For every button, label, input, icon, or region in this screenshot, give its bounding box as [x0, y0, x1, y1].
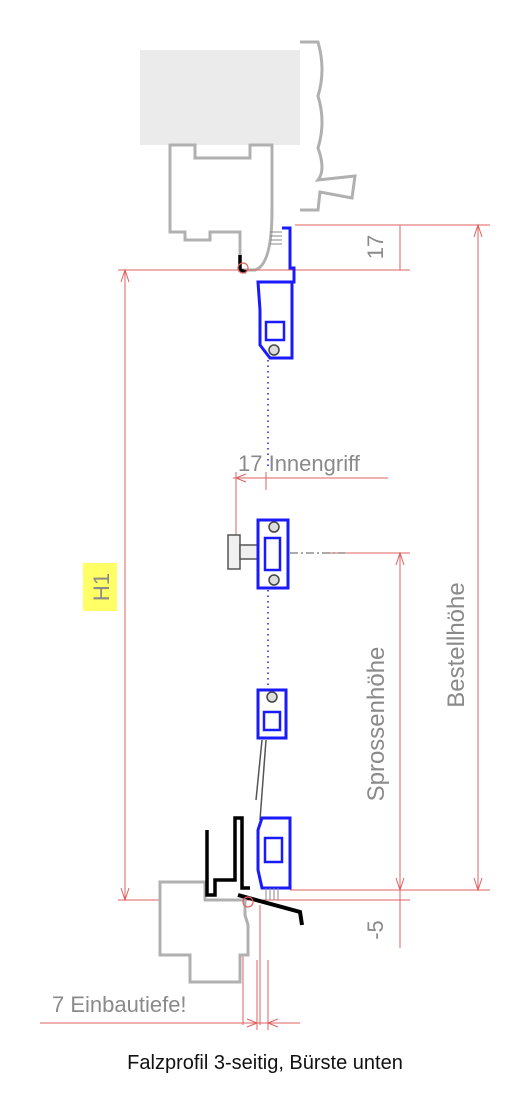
bottom-black-flap	[237, 893, 304, 926]
bottom-brush	[265, 888, 279, 900]
h1-highlight	[83, 563, 117, 611]
bottom-frame	[158, 816, 304, 984]
top-black-seal	[238, 255, 247, 274]
top-gap-label: 17	[363, 235, 388, 259]
middle-handle-profile	[227, 518, 290, 590]
bottom-frame-profile	[158, 880, 250, 984]
bottom-pivot-circle	[242, 896, 254, 908]
top-blue-profile	[256, 226, 296, 360]
order-height-label: Bestellhöhe	[443, 582, 470, 707]
top-roller	[268, 344, 280, 356]
top-brush	[270, 231, 282, 245]
top-frame	[140, 40, 357, 272]
top-seal-profile	[300, 40, 357, 212]
handle-knob	[227, 534, 241, 570]
dimension-lines	[40, 223, 490, 1030]
install-depth-label: 7 Einbautiefe!	[52, 992, 187, 1017]
top-frame-lower-profile	[168, 143, 274, 272]
bottom-offset-label: -5	[363, 920, 388, 940]
bottom-black-rail	[205, 816, 250, 897]
top-pivot-circle	[237, 262, 249, 274]
bottom-blue-profile	[256, 816, 292, 890]
top-frame-block	[140, 50, 300, 145]
figure-caption: Falzprofil 3-seitig, Bürste unten	[127, 1052, 403, 1074]
inner-handle-label: 17 Innengriff	[238, 451, 361, 476]
rung-height-label: Sprossenhöhe	[363, 647, 390, 802]
lower-rung-profile	[255, 688, 288, 821]
h1-label: H1	[89, 573, 114, 601]
